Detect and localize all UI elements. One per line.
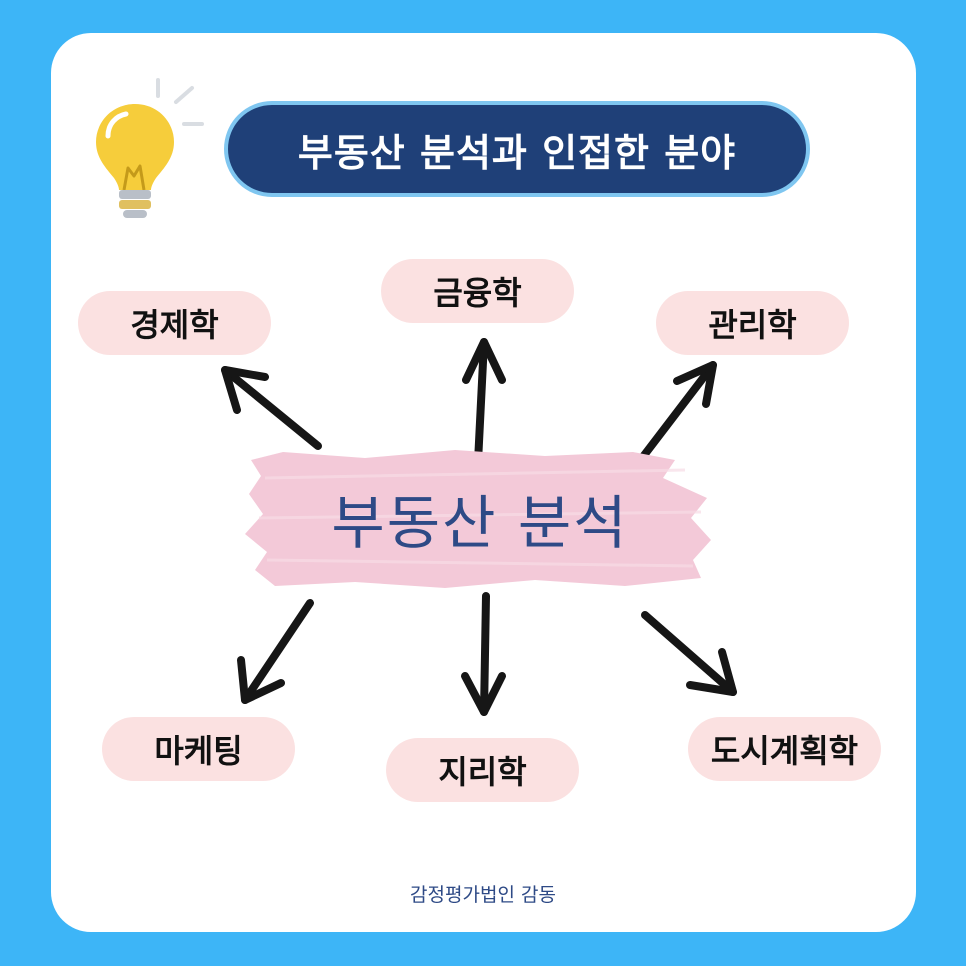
field-urban-planning: 도시계획학 [688, 717, 881, 781]
field-finance-label: 금융학 [433, 274, 522, 312]
field-management-label: 관리학 [708, 306, 797, 344]
field-economics-label: 경제학 [130, 306, 219, 344]
arrow-icon [638, 361, 717, 462]
title-banner: 부동산 분석과 인접한 분야 [224, 101, 810, 197]
arrow-icon [641, 611, 737, 696]
arrow-icon [221, 366, 322, 450]
field-urban-planning-label: 도시계획학 [710, 732, 859, 770]
field-marketing-label: 마케팅 [154, 732, 243, 770]
field-geography-label: 지리학 [438, 753, 527, 791]
arrow-icon [237, 599, 314, 704]
arrow-icon [462, 338, 506, 466]
arrow-icon [461, 592, 506, 716]
field-finance: 금융학 [381, 259, 574, 323]
field-geography: 지리학 [386, 738, 579, 802]
footer-credit: 감정평가법인 감동 [410, 884, 556, 906]
lightbulb-icon [96, 78, 204, 218]
page-title: 부동산 분석과 인접한 분야 [297, 130, 737, 175]
field-management: 관리학 [656, 291, 849, 355]
brush-stroke [245, 450, 711, 588]
field-marketing: 마케팅 [102, 717, 295, 781]
center-topic: 부동산 분석 [331, 489, 629, 557]
field-economics: 경제학 [78, 291, 271, 355]
